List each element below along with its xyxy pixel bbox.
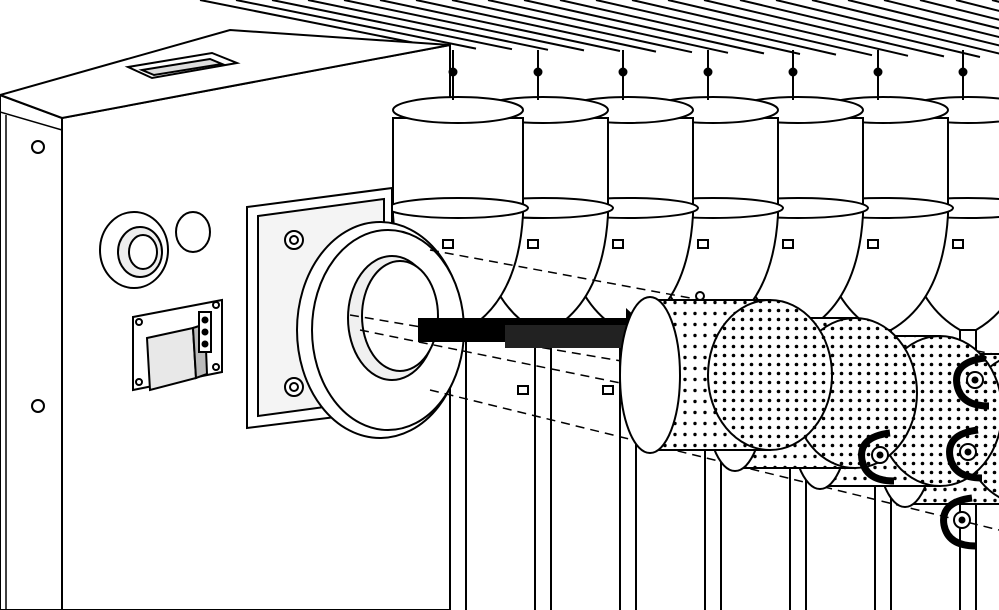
cooling-fin <box>235 0 477 50</box>
fin-pin <box>958 67 968 77</box>
cooling-fin <box>523 0 765 55</box>
cooling-fin <box>199 0 441 49</box>
fin-pin <box>533 67 543 77</box>
cooling-fin <box>739 0 981 58</box>
casing-rivet-bottom <box>31 399 45 413</box>
clip-hook <box>953 354 990 410</box>
cooling-fin <box>919 0 999 21</box>
perforated-burner-cartridges <box>619 291 999 508</box>
tube-collar <box>387 197 529 219</box>
clip-hook <box>858 429 895 485</box>
round-port <box>175 211 211 253</box>
mount-stud <box>602 385 614 395</box>
cooling-fin <box>559 0 801 55</box>
round-indicator <box>99 211 169 289</box>
retaining-clip <box>858 429 895 485</box>
clip-hook <box>946 426 983 482</box>
retaining-clip <box>946 426 983 482</box>
fin-pin <box>618 67 628 77</box>
cooling-fin <box>343 0 585 52</box>
cooling-fin <box>775 0 999 55</box>
retaining-clips <box>858 354 990 550</box>
cooling-fin <box>811 0 999 47</box>
top-handle-slot <box>124 51 241 80</box>
fin-pin <box>703 67 713 77</box>
fin-pin <box>788 67 798 77</box>
cooling-fin <box>667 0 909 57</box>
cartridge-stud <box>695 291 705 301</box>
casing-rivet-top <box>31 140 45 154</box>
mount-stud <box>527 239 539 249</box>
cooling-fin <box>883 0 999 30</box>
electrical-junction-box <box>132 298 223 392</box>
insertion-arrow <box>418 308 660 354</box>
mount-stud <box>517 385 529 395</box>
cooling-fin <box>703 0 945 58</box>
mount-stud <box>442 239 454 249</box>
mount-stud <box>697 239 709 249</box>
tube-opening <box>392 96 524 124</box>
clip-bolt <box>964 448 972 456</box>
fin-pin <box>448 67 458 77</box>
cartridge-end-face <box>707 299 833 451</box>
cooling-fin <box>271 0 513 51</box>
fin-pin <box>873 67 883 77</box>
cooling-fin <box>955 0 999 12</box>
clip-bolt <box>876 451 884 459</box>
cooling-fin <box>487 0 729 54</box>
perforated-burner-cartridge <box>619 291 833 454</box>
clip-bolt <box>958 516 966 524</box>
cooling-fin <box>379 0 621 52</box>
cooling-fin <box>307 0 549 51</box>
mount-stud <box>782 239 794 249</box>
retaining-clip <box>940 494 977 550</box>
tube-row <box>387 50 999 610</box>
mount-stud <box>867 239 879 249</box>
cooling-fin <box>631 0 873 57</box>
cooling-fin <box>451 0 693 54</box>
burner-mounting-flange <box>246 186 465 439</box>
cooling-fin <box>415 0 657 53</box>
mount-stud <box>952 239 964 249</box>
cooling-fin <box>847 0 999 39</box>
cooling-fin <box>595 0 837 56</box>
clip-hook <box>940 494 977 550</box>
top-cooling-fins <box>199 0 999 58</box>
retaining-clip <box>953 354 990 410</box>
cartridge-flange <box>619 296 681 454</box>
mount-stud <box>612 239 624 249</box>
clip-bolt <box>971 376 979 384</box>
